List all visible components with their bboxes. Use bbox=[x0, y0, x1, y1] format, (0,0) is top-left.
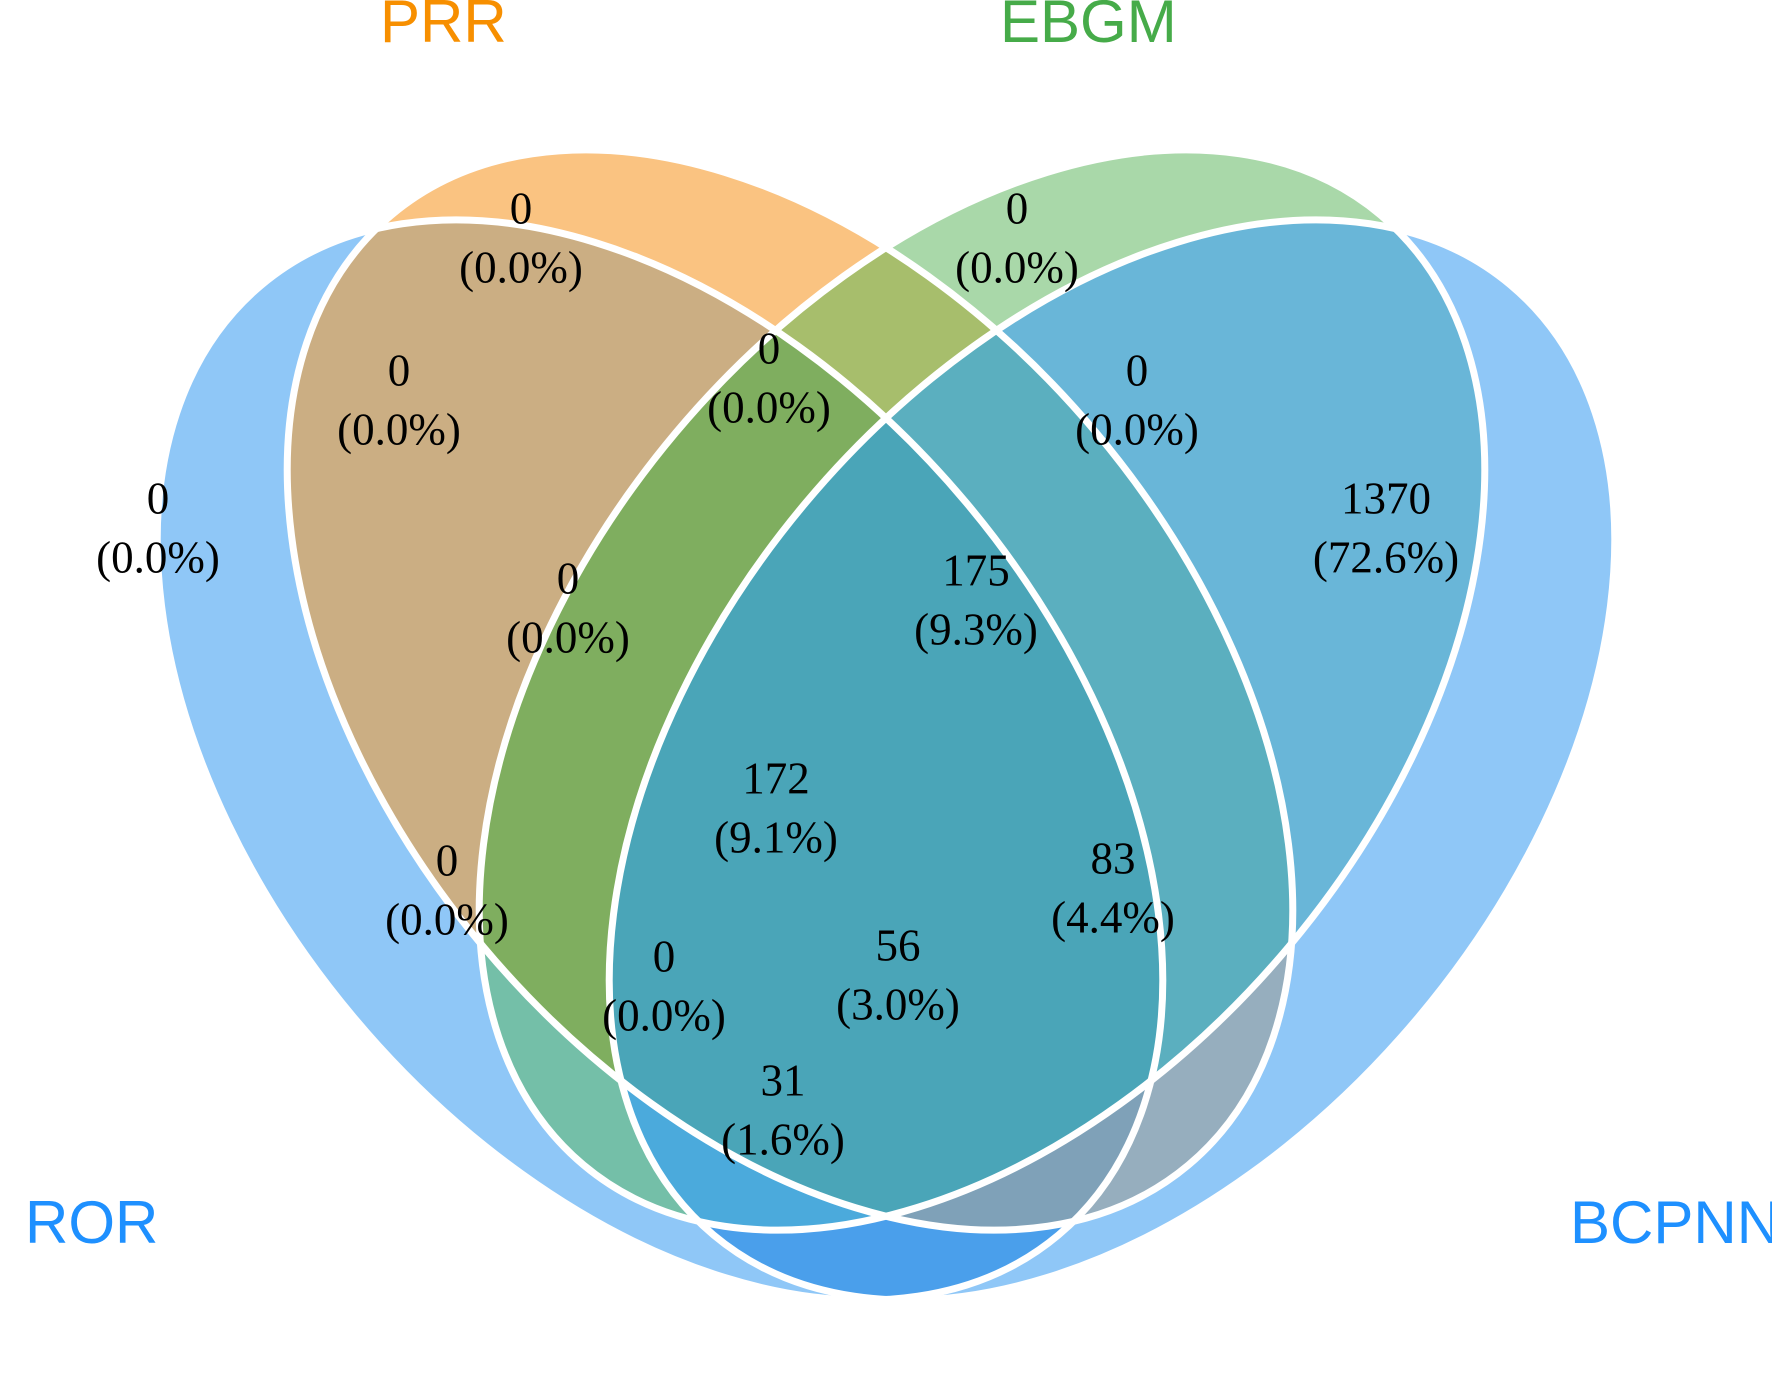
set-label-ror-text: ROR bbox=[25, 1189, 159, 1256]
region-label-ror-prr: 0 (0.0%) bbox=[337, 342, 461, 459]
region-label-ror-prr-bcpnn: 56 (3.0%) bbox=[836, 917, 960, 1034]
region-percent: (3.0%) bbox=[836, 979, 960, 1029]
region-percent: (4.4%) bbox=[1051, 892, 1175, 942]
region-count: 0 bbox=[1005, 183, 1029, 234]
region-percent: (0.0%) bbox=[955, 242, 1079, 292]
set-label-prr: PRR bbox=[380, 0, 507, 52]
set-label-bcpnn-text: BCPNN bbox=[1570, 1189, 1772, 1256]
region-label-bcpnn: 1370 (72.6%) bbox=[1313, 470, 1459, 587]
region-label-ror-prr-ebgm: 0 (0.0%) bbox=[506, 550, 630, 667]
region-label-prr-bcpnn: 83 (4.4%) bbox=[1051, 830, 1175, 947]
region-percent: (0.0%) bbox=[506, 612, 630, 662]
region-count: 31 bbox=[760, 1055, 806, 1106]
set-label-ebgm: EBGM bbox=[1000, 0, 1177, 52]
region-percent: (9.1%) bbox=[714, 812, 838, 862]
region-percent: (0.0%) bbox=[707, 382, 831, 432]
region-count: 0 bbox=[146, 473, 170, 524]
region-label-ebgm-bcpnn: 0 (0.0%) bbox=[1075, 342, 1199, 459]
region-label-ror-ebgm: 0 (0.0%) bbox=[385, 832, 509, 949]
region-label-prr-ebgm-bcpnn: 175 (9.3%) bbox=[914, 542, 1038, 659]
region-label-ror: 0 (0.0%) bbox=[96, 470, 220, 587]
region-count: 0 bbox=[1125, 345, 1149, 396]
set-label-ebgm-text: EBGM bbox=[1000, 0, 1177, 55]
region-count: 56 bbox=[875, 920, 921, 971]
region-label-prr-ebgm: 0 (0.0%) bbox=[707, 320, 831, 437]
region-label-ror-ebgm-bcpnn: 0 (0.0%) bbox=[602, 928, 726, 1045]
region-percent: (0.0%) bbox=[459, 242, 583, 292]
region-percent: (72.6%) bbox=[1312, 532, 1460, 582]
region-count: 0 bbox=[556, 553, 580, 604]
region-label-ebgm: 0 (0.0%) bbox=[955, 180, 1079, 297]
region-percent: (0.0%) bbox=[385, 894, 509, 944]
region-label-ror-prr-ebgm-bcpnn: 172 (9.1%) bbox=[714, 750, 838, 867]
region-count: 0 bbox=[435, 835, 459, 886]
region-percent: (0.0%) bbox=[96, 532, 220, 582]
set-label-ror: ROR bbox=[25, 1193, 158, 1253]
region-count: 0 bbox=[652, 931, 676, 982]
set-label-prr-text: PRR bbox=[380, 0, 507, 55]
region-percent: (0.0%) bbox=[1075, 404, 1199, 454]
region-label-prr: 0 (0.0%) bbox=[459, 180, 583, 297]
region-count: 175 bbox=[942, 545, 1010, 596]
region-count: 0 bbox=[387, 345, 411, 396]
region-percent: (1.6%) bbox=[721, 1114, 845, 1164]
region-percent: (0.0%) bbox=[337, 404, 461, 454]
set-label-bcpnn: BCPNN bbox=[1570, 1193, 1772, 1253]
region-count: 172 bbox=[742, 753, 810, 804]
region-label-ror-bcpnn: 31 (1.6%) bbox=[721, 1052, 845, 1169]
region-count: 0 bbox=[757, 323, 781, 374]
region-percent: (0.0%) bbox=[602, 990, 726, 1040]
region-count: 83 bbox=[1090, 833, 1136, 884]
region-count: 1370 bbox=[1341, 473, 1431, 524]
region-percent: (9.3%) bbox=[914, 604, 1038, 654]
region-count: 0 bbox=[509, 183, 533, 234]
